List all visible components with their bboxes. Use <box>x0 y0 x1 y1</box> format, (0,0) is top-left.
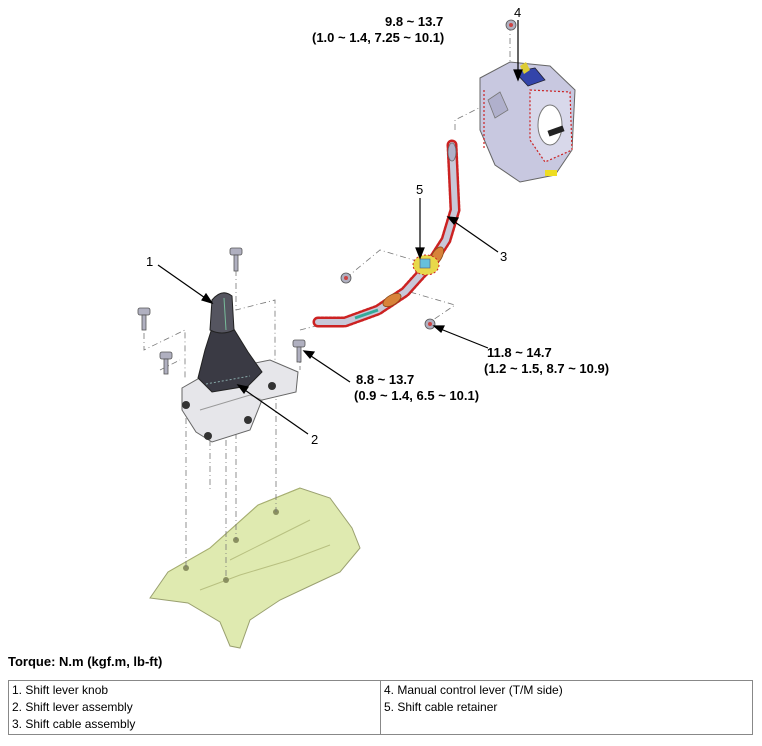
torque-label-4-line2: (1.0 ~ 1.4, 7.25 ~ 10.1) <box>312 30 444 45</box>
shift-lever-knob <box>209 292 235 334</box>
shift-cable-retainer <box>412 254 440 276</box>
transmission <box>479 61 576 183</box>
torque-label-4-line1: 9.8 ~ 13.7 <box>385 14 443 29</box>
shift-lever-boot <box>197 325 263 393</box>
leader-arrows <box>157 20 523 435</box>
torque-label-lever-line2: (0.9 ~ 1.4, 6.5 ~ 10.1) <box>354 388 479 403</box>
legend-item: 2. Shift lever assembly <box>12 700 133 714</box>
legend-item: 1. Shift lever knob <box>12 683 109 697</box>
callout-2: 2 <box>311 432 318 447</box>
torque-label-cable-line2: (1.2 ~ 1.5, 8.7 ~ 10.9) <box>484 361 609 376</box>
legend-item: 4. Manual control lever (T/M side) <box>384 683 563 697</box>
callout-5: 5 <box>416 182 423 197</box>
nut-icon <box>505 19 517 31</box>
nut-icon <box>424 318 436 330</box>
legend-item: 5. Shift cable retainer <box>384 700 498 714</box>
bolt-icon <box>159 351 173 375</box>
torque-label-lever-line1: 8.8 ~ 13.7 <box>356 372 414 387</box>
torque-unit-title: Torque: N.m (kgf.m, lb-ft) <box>8 654 163 669</box>
bolt-icon <box>229 247 243 272</box>
bolt-icon <box>137 307 151 331</box>
callout-4: 4 <box>514 5 521 20</box>
shift-system-diagram: 1 2 3 4 5 9.8 ~ 13.7 (1.0 ~ 1.4, 7.25 ~ … <box>137 5 609 649</box>
legend-right-column: 4. Manual control lever (T/M side) 5. Sh… <box>380 680 753 735</box>
legend-item: 3. Shift cable assembly <box>12 717 136 731</box>
legend-left-column: 1. Shift lever knob 2. Shift lever assem… <box>8 680 381 735</box>
bolts <box>137 247 306 375</box>
nut-icon <box>340 272 352 284</box>
shift-cable <box>312 139 461 328</box>
floor-panel <box>149 487 361 649</box>
bolt-icon <box>292 339 306 363</box>
callout-1: 1 <box>146 254 153 269</box>
callout-3: 3 <box>500 249 507 264</box>
torque-label-cable-line1: 11.8 ~ 14.7 <box>487 345 552 360</box>
parts-legend-table: 1. Shift lever knob 2. Shift lever assem… <box>8 680 753 735</box>
